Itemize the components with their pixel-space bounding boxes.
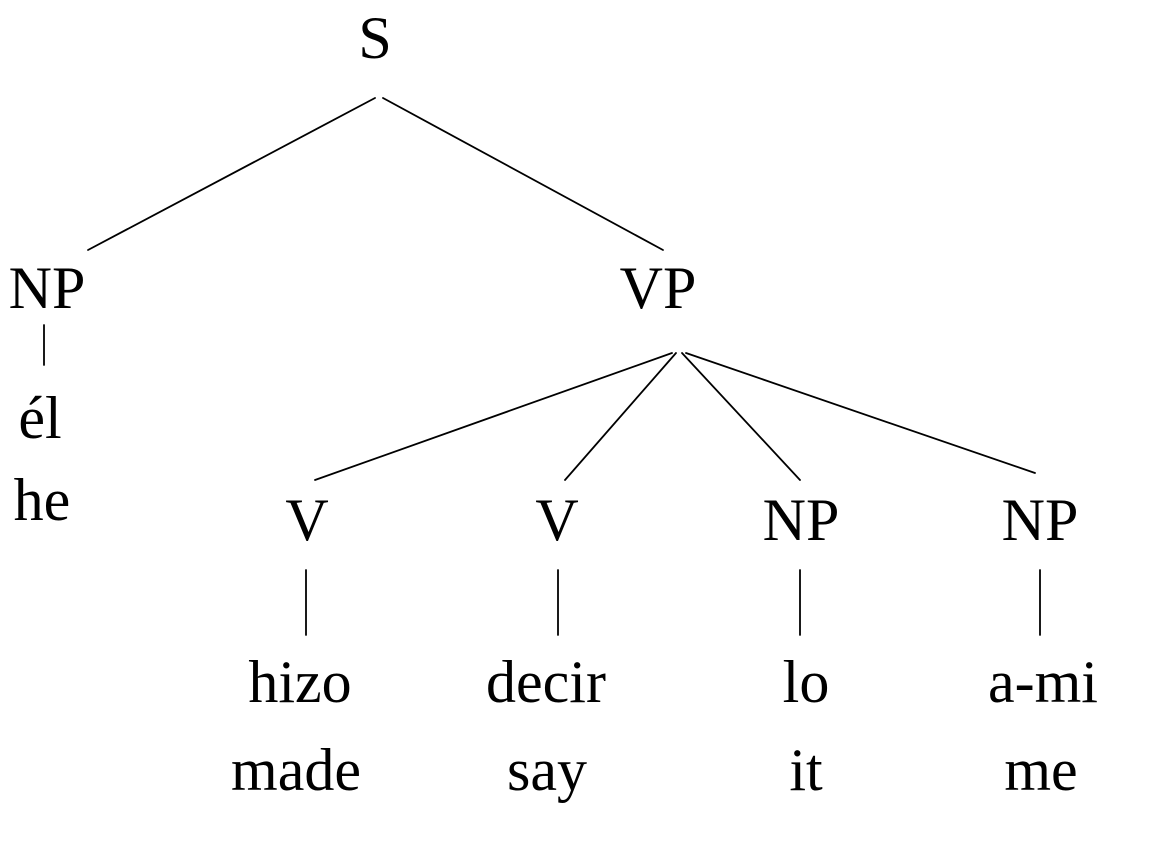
edge-vp-np1 (681, 352, 801, 481)
word-a-mi: a-mi (988, 649, 1098, 715)
word-hizo: hizo (248, 649, 352, 715)
gloss-he: he (13, 467, 71, 533)
edge-s-np (87, 97, 376, 251)
node-np-object: NP (762, 487, 840, 553)
node-np-indirect-object: NP (1001, 487, 1079, 553)
edge-vp-v2 (564, 352, 677, 481)
gloss-me: me (1004, 737, 1078, 803)
word-lo: lo (782, 649, 830, 715)
word-decir: decir (486, 649, 606, 715)
gloss-made: made (231, 737, 361, 803)
word-el: él (18, 385, 62, 451)
edge-vp-v1 (314, 352, 673, 481)
edge-vp-np2 (685, 352, 1036, 474)
gloss-it: it (789, 737, 823, 803)
node-vp: VP (619, 255, 697, 321)
node-v-1: V (285, 487, 329, 553)
edge-s-vp (382, 97, 664, 251)
node-s: S (358, 5, 392, 71)
gloss-say: say (507, 737, 587, 803)
node-v-2: V (535, 487, 579, 553)
node-np-subject: NP (8, 255, 86, 321)
